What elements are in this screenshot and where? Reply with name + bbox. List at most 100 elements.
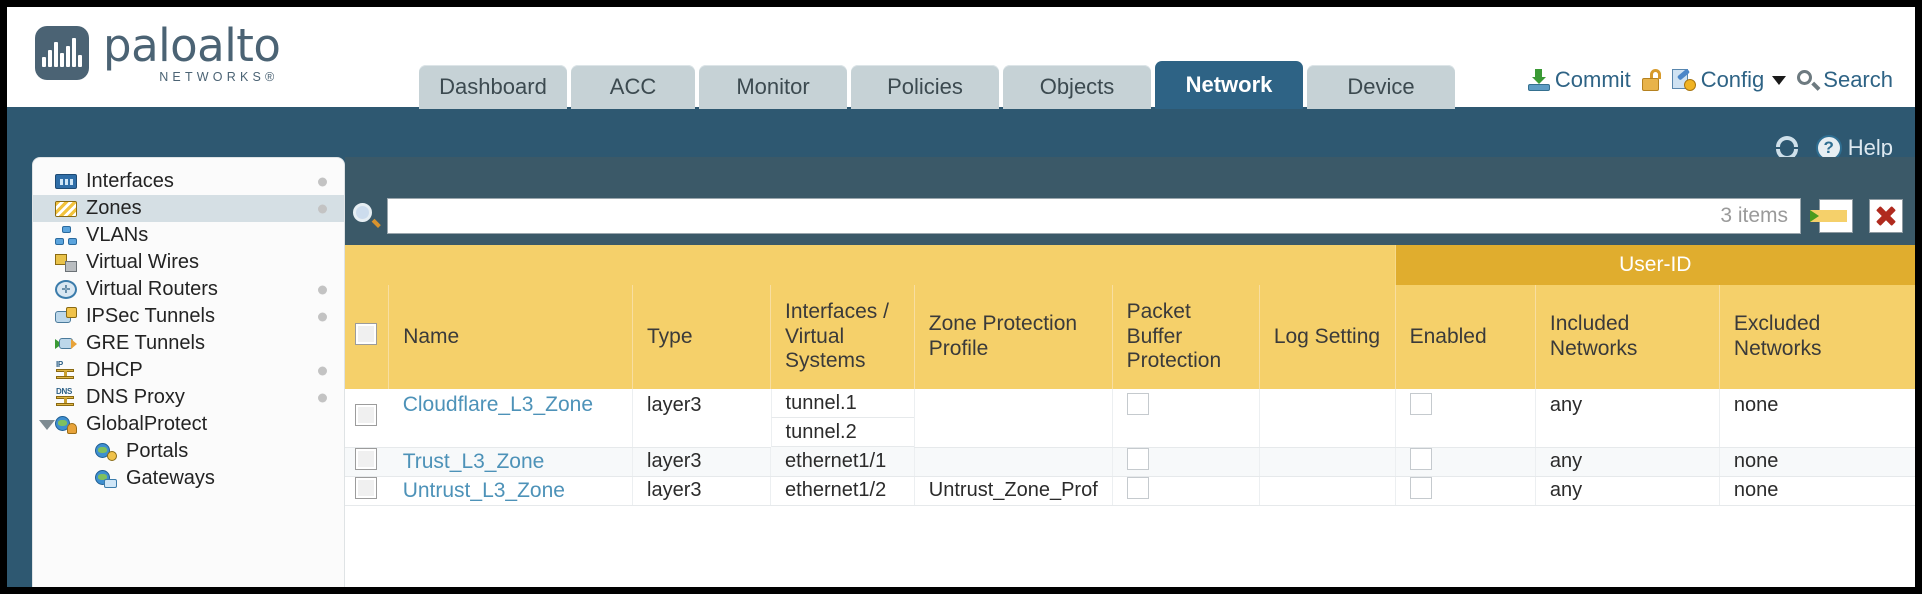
status-dot (318, 285, 327, 294)
virtual-routers-icon: ✛ (55, 280, 77, 299)
chevron-down-icon (1772, 75, 1787, 85)
interface-entry: tunnel.1 (770, 389, 914, 418)
tab-acc[interactable]: ACC (571, 65, 695, 109)
row-checkbox[interactable] (355, 476, 377, 499)
clear-filter-button[interactable] (1869, 199, 1903, 233)
zone-name-link[interactable]: Untrust_L3_Zone (402, 478, 565, 502)
portals-icon (95, 442, 117, 461)
column-header-type[interactable]: Type (632, 285, 771, 389)
status-dot (318, 312, 327, 321)
sidebar-item-label: DHCP (86, 359, 143, 381)
user-id-enabled-checkbox[interactable] (1409, 476, 1432, 499)
zone-name-link[interactable]: Cloudflare_L3_Zone (402, 393, 594, 416)
column-header-interfaces[interactable]: Interfaces / Virtual Systems (770, 285, 915, 389)
sidebar: Interfaces Zones VLANs Virtual Wires ✛ V… (32, 157, 345, 587)
sidebar-item-label: Gateways (126, 467, 215, 489)
commit-icon (1527, 69, 1550, 91)
cell-interfaces: ethernet1/2 (770, 476, 915, 506)
filter-search-icon[interactable] (353, 203, 381, 229)
cell-included-networks: any (1534, 447, 1720, 477)
packet-buffer-protection-checkbox[interactable] (1126, 447, 1149, 470)
row-checkbox[interactable] (355, 403, 377, 426)
tab-network[interactable]: Network (1155, 61, 1303, 109)
sidebar-item-label: Interfaces (86, 170, 174, 192)
cell-zone-protection-profile: Untrust_Zone_Prof (913, 476, 1113, 506)
dns-proxy-icon: DNS (55, 387, 77, 407)
column-header-log-setting[interactable]: Log Setting (1258, 285, 1396, 389)
brand-name: paloalto (103, 19, 281, 72)
cell-user-id-enabled (1394, 389, 1536, 448)
column-header-name[interactable]: Name (388, 285, 633, 389)
column-header-enabled[interactable]: Enabled (1394, 285, 1536, 389)
close-icon (1876, 206, 1896, 226)
sidebar-item-virtual-routers[interactable]: ✛ Virtual Routers (33, 276, 344, 303)
expander-triangle-icon[interactable] (39, 419, 55, 430)
brand-tagline: NETWORKS® (159, 70, 279, 84)
status-dot (318, 177, 327, 186)
column-header-zone-protection-profile[interactable]: Zone Protection Profile (913, 285, 1113, 389)
sidebar-item-ipsec-tunnels[interactable]: IPSec Tunnels (33, 303, 344, 330)
filter-bar: 3 items (345, 195, 1915, 237)
help-button[interactable]: ? Help (1815, 135, 1893, 161)
zones-table-container: User-ID Name Type Interfaces / Virtual S… (345, 245, 1915, 587)
user-id-enabled-checkbox[interactable] (1409, 393, 1432, 415)
column-header-packet-buffer-protection[interactable]: Packet Buffer Protection (1111, 285, 1260, 389)
table-row[interactable]: Trust_L3_Zone layer3 ethernet1/1 any (345, 447, 1915, 477)
select-all-checkbox[interactable] (355, 322, 377, 345)
sidebar-item-interfaces[interactable]: Interfaces (33, 168, 344, 195)
sidebar-item-label: VLANs (86, 224, 149, 246)
zone-name-link[interactable]: Trust_L3_Zone (402, 449, 545, 473)
gateways-icon (95, 469, 117, 488)
search-button[interactable]: Search (1797, 67, 1893, 93)
table-row[interactable]: Cloudflare_L3_Zone layer3 tunnel.1 tunne… (345, 389, 1915, 448)
vlans-icon (55, 226, 77, 245)
packet-buffer-protection-checkbox[interactable] (1126, 393, 1149, 415)
sidebar-item-gateways[interactable]: Gateways (33, 465, 344, 492)
group-header-spacer (345, 245, 1396, 285)
table-row[interactable]: Untrust_L3_Zone layer3 ethernet1/2 Untru… (345, 476, 1915, 506)
user-id-enabled-checkbox[interactable] (1409, 447, 1432, 470)
tab-objects[interactable]: Objects (1003, 65, 1151, 109)
sidebar-item-gre-tunnels[interactable]: GRE Tunnels (33, 330, 344, 357)
apply-filter-button[interactable] (1810, 199, 1853, 233)
unlock-icon[interactable] (1641, 69, 1661, 91)
cell-log-setting (1258, 389, 1396, 448)
sidebar-item-dhcp[interactable]: IP DHCP (33, 357, 344, 384)
tab-dashboard[interactable]: Dashboard (419, 65, 567, 109)
sidebar-item-portals[interactable]: Portals (33, 438, 344, 465)
header-utilities: Commit Config Search (1527, 67, 1893, 93)
commit-button[interactable]: Commit (1527, 67, 1631, 93)
packet-buffer-protection-checkbox[interactable] (1126, 476, 1149, 499)
column-header-included-networks[interactable]: Included Networks (1534, 285, 1720, 389)
search-input[interactable]: 3 items (387, 198, 1801, 234)
sidebar-item-globalprotect[interactable]: GlobalProtect (33, 411, 344, 438)
row-select-cell (345, 476, 389, 506)
cell-excluded-networks: none (1718, 447, 1915, 477)
cell-name: Trust_L3_Zone (388, 447, 633, 477)
cell-included-networks: any (1534, 476, 1720, 506)
arrow-right-icon (1810, 210, 1847, 222)
column-header-excluded-networks[interactable]: Excluded Networks (1718, 285, 1915, 389)
row-checkbox[interactable] (355, 447, 377, 470)
sidebar-item-dns-proxy[interactable]: DNS DNS Proxy (33, 384, 344, 411)
help-label: Help (1847, 135, 1893, 160)
sidebar-item-virtual-wires[interactable]: Virtual Wires (33, 249, 344, 276)
config-dropdown[interactable]: Config (1671, 67, 1787, 93)
tab-device[interactable]: Device (1307, 65, 1455, 109)
sidebar-item-label: IPSec Tunnels (86, 305, 215, 327)
commit-label: Commit (1554, 67, 1631, 92)
tab-policies[interactable]: Policies (851, 65, 999, 109)
config-icon (1671, 68, 1696, 91)
main-tab-bar: Dashboard ACC Monitor Policies Objects N… (419, 61, 1455, 109)
row-select-cell (345, 447, 389, 477)
tab-monitor[interactable]: Monitor (699, 65, 847, 109)
select-all-header (345, 285, 389, 389)
cell-log-setting (1258, 447, 1396, 477)
cell-interfaces: tunnel.1 tunnel.2 (770, 389, 915, 447)
zones-icon (55, 200, 77, 217)
sidebar-item-vlans[interactable]: VLANs (33, 222, 344, 249)
sidebar-item-zones[interactable]: Zones (33, 195, 344, 222)
search-label: Search (1823, 67, 1893, 92)
sidebar-item-label: Virtual Wires (86, 251, 199, 273)
